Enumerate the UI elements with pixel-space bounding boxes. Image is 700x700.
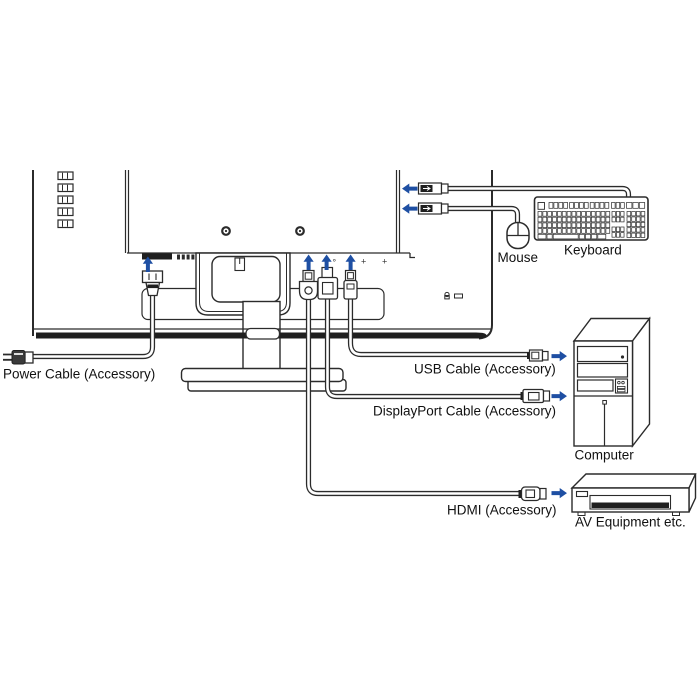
connection-arrows (142, 183, 567, 499)
monitor-bottom-edge (33, 170, 493, 340)
av-equipment-label: AV Equipment etc. (575, 515, 686, 530)
drive-bay-3 (576, 379, 614, 392)
displayport-plug-computer (520, 388, 551, 404)
keyboard (533, 196, 649, 241)
mouse-arrow-left-icon (402, 203, 418, 214)
displayport-cable (324, 296, 525, 400)
av-equipment (570, 473, 697, 516)
usb-cable (347, 296, 531, 358)
power-button-icon (620, 355, 625, 359)
displayport-arrow-right-icon (551, 391, 567, 402)
hdmi-arrow-right-icon (551, 488, 567, 499)
computer-tower (572, 316, 651, 449)
stand-cable-hole (245, 327, 281, 340)
mouse (506, 221, 530, 250)
mouse-label: Mouse (498, 250, 539, 265)
displayport-cable-label: DisplayPort Cable (Accessory) (373, 404, 556, 419)
drive-bay-2 (576, 362, 629, 378)
mouse-cable (446, 205, 521, 223)
front-ports-icon (614, 378, 629, 394)
power-cable-label: Power Cable (Accessory) (3, 367, 155, 382)
displayport-plug-connector (317, 266, 339, 300)
usb-cable-label: USB Cable (Accessory) (414, 362, 556, 377)
hdmi-plug-av (518, 486, 547, 502)
power-inlet (142, 253, 172, 260)
stand (195, 252, 291, 371)
power-plug-connector (141, 270, 164, 297)
usb-b-plug-connector (343, 269, 358, 300)
keyboard-keys (537, 202, 646, 240)
screw-hole-icon (221, 226, 305, 236)
keyboard-cable (446, 185, 632, 199)
usb-downstream-plug-mouse (417, 202, 449, 215)
usb-b-arrow-up-icon (345, 254, 356, 270)
hdmi-plug-connector (298, 269, 319, 301)
disc-tray (589, 494, 672, 510)
power-cable (28, 293, 156, 360)
usb-downstream-plug-keyboard (417, 182, 449, 195)
panel-mark-plus1: + (361, 257, 366, 267)
keyboard-label: Keyboard (564, 243, 622, 258)
usb-arrow-right-icon (551, 351, 567, 362)
side-ports-icon (57, 171, 74, 229)
av-foot-right (672, 511, 680, 516)
hdmi-arrow-up-icon (303, 254, 314, 270)
panel-mark-circle: ° (333, 258, 337, 268)
stand-base (180, 367, 347, 392)
drive-bay-1 (576, 345, 629, 363)
esc-key (537, 202, 545, 210)
kensington-lock-icon (444, 291, 463, 300)
power-wall-plug (3, 350, 34, 365)
keyboard-arrow-left-icon (402, 183, 418, 194)
usb-a-plug-computer (527, 349, 549, 362)
panel-mark-plus2: + (382, 257, 387, 267)
av-display (575, 490, 589, 498)
hdmi-label: HDMI (Accessory) (447, 503, 557, 518)
hdmi-cable (305, 296, 523, 497)
av-foot-left (577, 511, 586, 516)
computer-label: Computer (575, 448, 635, 463)
